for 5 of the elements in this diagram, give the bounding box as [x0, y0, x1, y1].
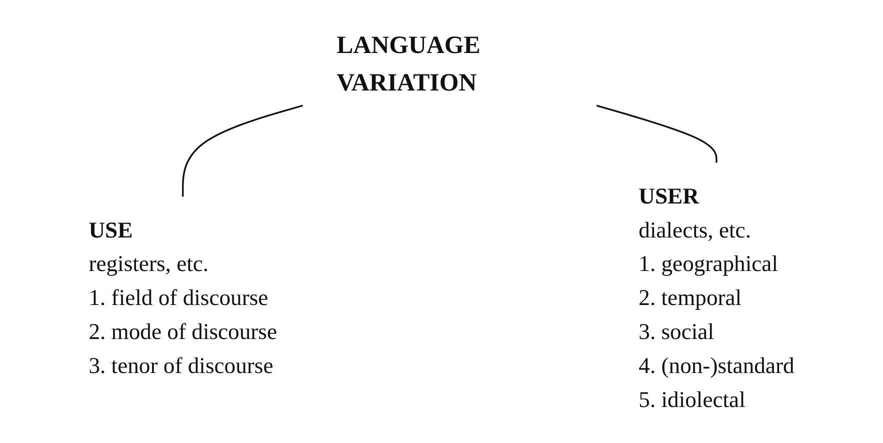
connector	[182, 104, 303, 197]
node-text: LANGUAGE VARIATION	[336, 30, 480, 96]
node-text: USER dialects, etc. 1. geographical 2. temporal 3. social 4. (non-)standard 5. idiolectal	[638, 184, 794, 412]
node-text: USE registers, etc. 1. field of discourse 2. mode of discourse 3. tenor of discourse	[88, 218, 278, 379]
connector	[596, 104, 718, 163]
